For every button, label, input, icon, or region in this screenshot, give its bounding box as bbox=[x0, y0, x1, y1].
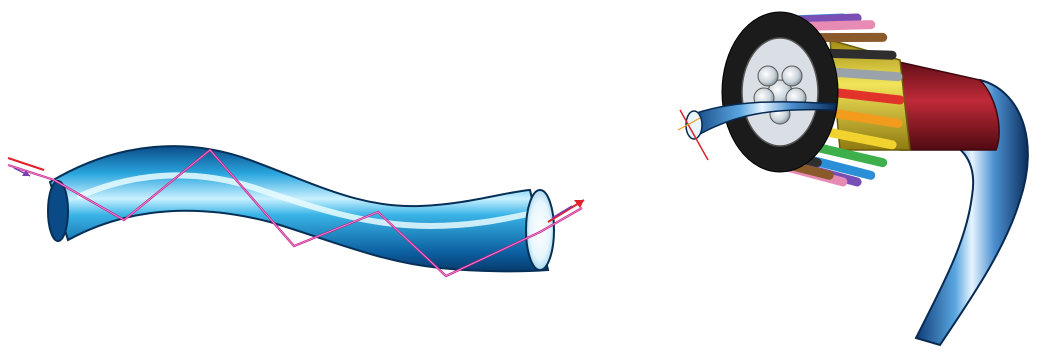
optical-fiber-illustration bbox=[0, 0, 600, 350]
fiber-optic-cable-illustration bbox=[600, 0, 1046, 350]
fiber-tube bbox=[50, 146, 548, 271]
fiber-tube-strand bbox=[822, 53, 892, 55]
fiber-left-end bbox=[48, 181, 68, 241]
optical-fiber-svg bbox=[0, 0, 600, 350]
fiber-right-end bbox=[526, 190, 554, 270]
cable-svg bbox=[600, 0, 1046, 350]
fiber-tube-strand bbox=[828, 72, 898, 77]
